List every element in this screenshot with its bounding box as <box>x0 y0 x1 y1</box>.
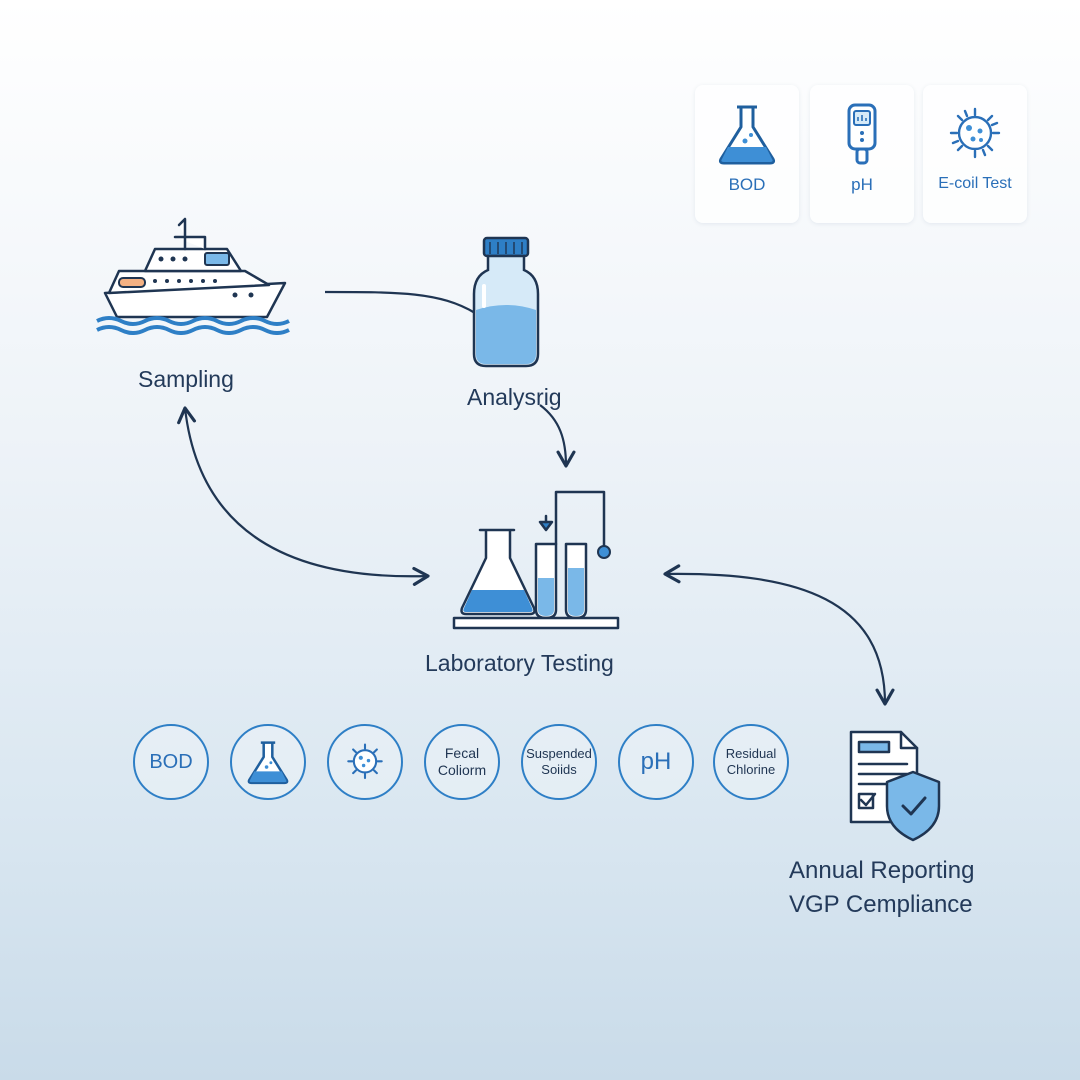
arrow-ship-to-bottle <box>324 290 476 314</box>
param-label-line1: Suspended <box>526 746 592 762</box>
bacteria-icon <box>347 743 383 780</box>
param-ph: pH <box>618 724 694 800</box>
flask-icon <box>247 741 289 785</box>
test-card-ecoli: E-coil Test <box>923 85 1027 223</box>
sample-bottle-icon <box>472 236 540 368</box>
bacteria-icon <box>949 107 1001 159</box>
param-label-line1: Residual <box>725 746 777 762</box>
param-label-line1: Fecal <box>444 745 480 762</box>
param-label-line2: Soiids <box>541 762 577 777</box>
ship-icon <box>96 217 290 335</box>
analysis-label: Analysrig <box>467 384 562 410</box>
sampling-label: Sampling <box>138 366 234 392</box>
arrow-lab-sampling <box>177 406 430 586</box>
flask-icon <box>718 105 776 165</box>
arrow-lab-reporting <box>663 564 895 706</box>
param-bacteria <box>327 724 403 800</box>
param-bod: BOD <box>133 724 209 800</box>
test-card-label: pH <box>851 175 873 194</box>
param-flask <box>230 724 306 800</box>
param-label: pH <box>640 747 672 775</box>
param-label-line2: Coliorm <box>437 762 487 778</box>
lab-equipment-icon <box>452 490 620 630</box>
reporting-line1: Annual Reporting <box>789 857 975 884</box>
param-label-line2: Chlorine <box>726 762 776 777</box>
reporting-label: Annual Reporting VGP Cempliance <box>789 854 974 922</box>
test-card-label: E-coil Test <box>938 175 1012 192</box>
test-card-bod: BOD <box>695 85 799 223</box>
lab-testing-label: Laboratory Testing <box>425 650 614 676</box>
arrow-analysis-to-lab <box>539 404 576 468</box>
param-label: BOD <box>149 751 193 773</box>
compliance-document-icon <box>849 730 941 842</box>
test-card-ph: pH <box>810 85 914 223</box>
ph-meter-icon <box>847 103 877 165</box>
reporting-line2: VGP Cempliance <box>789 891 973 918</box>
test-card-label: BOD <box>728 175 766 194</box>
